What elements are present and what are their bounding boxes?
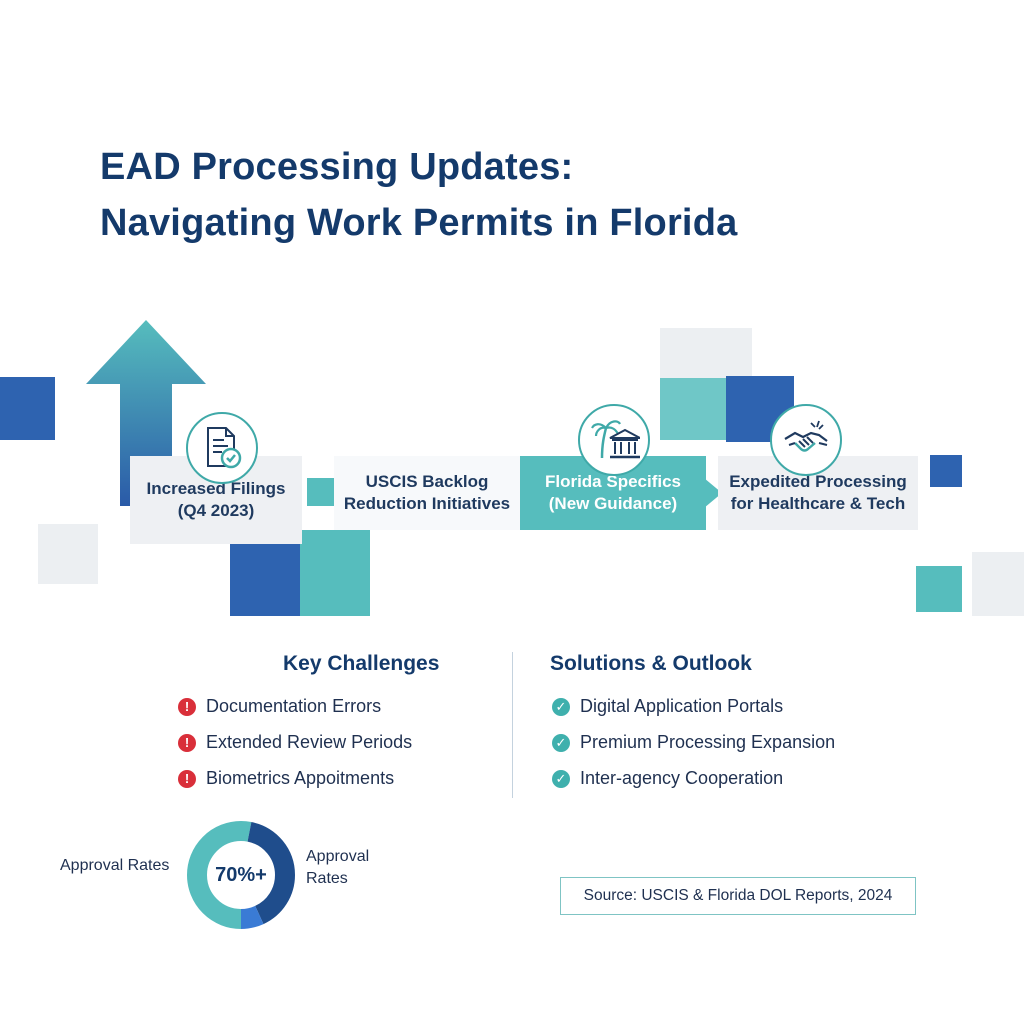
challenges-heading: Key Challenges — [283, 652, 440, 675]
decor-square — [660, 328, 752, 378]
challenge-item: ! Biometrics Appoitments — [178, 768, 394, 789]
step-2-line-1: USCIS Backlog — [365, 471, 489, 491]
step-4-line-1: Expedited Processing — [729, 471, 907, 491]
check-icon: ✓ — [552, 769, 570, 788]
donut-center-value: 70%+ — [215, 864, 267, 886]
decor-square — [300, 530, 370, 616]
handshake-icon — [770, 404, 842, 476]
challenge-item-label: Documentation Errors — [206, 696, 382, 716]
step-1-line-1: Increased Filings — [146, 478, 286, 498]
decor-square — [0, 377, 55, 440]
challenge-item: ! Documentation Errors — [178, 696, 381, 717]
step-1-line-2: (Q4 2023) — [177, 501, 255, 520]
decor-square — [660, 378, 730, 440]
palm-tree-courthouse-icon — [578, 404, 650, 476]
source-citation: Source: USCIS & Florida DOL Reports, 202… — [560, 877, 916, 915]
approval-donut-chart: 70%+ — [187, 821, 295, 929]
approval-left-label: Approval Rates — [60, 857, 170, 874]
solutions-heading: Solutions & Outlook — [550, 652, 752, 675]
donut-segment-2 — [187, 821, 295, 929]
step-3-line-2: (New Guidance) — [548, 494, 678, 513]
alert-icon: ! — [178, 697, 196, 716]
decor-square — [972, 552, 1024, 616]
alert-icon: ! — [178, 733, 196, 752]
up-arrow-icon — [86, 320, 206, 506]
solution-item: ✓ Inter-agency Cooperation — [552, 768, 783, 789]
decor-square — [307, 478, 335, 506]
approval-right-label-line-1: Approval — [306, 848, 370, 865]
check-icon: ✓ — [552, 697, 570, 716]
challenge-item-label: Biometrics Appoitments — [206, 768, 395, 788]
check-icon: ✓ — [552, 733, 570, 752]
challenge-item-label: Extended Review Periods — [206, 732, 413, 752]
solution-item-label: Digital Application Portals — [580, 696, 784, 716]
challenge-item: ! Extended Review Periods — [178, 732, 412, 753]
chevron-right-icon — [704, 478, 722, 508]
decor-square — [930, 455, 962, 487]
solution-item: ✓ Premium Processing Expansion — [552, 732, 835, 753]
donut-segment-3 — [187, 821, 295, 929]
page-title-line-2: Navigating Work Permits in Florida — [100, 202, 738, 244]
document-check-icon — [186, 412, 258, 484]
page-title-line-1: EAD Processing Updates: — [100, 146, 574, 188]
decor-square — [38, 524, 98, 584]
column-divider — [512, 652, 513, 798]
solution-item-label: Premium Processing Expansion — [580, 732, 836, 752]
timeline-step-2: USCIS Backlog Reduction Initiatives — [334, 456, 520, 530]
solution-item-label: Inter-agency Cooperation — [580, 768, 784, 788]
decor-square — [916, 566, 962, 612]
approval-right-label: Approval Rates — [306, 846, 369, 891]
alert-icon: ! — [178, 769, 196, 788]
solution-item: ✓ Digital Application Portals — [552, 696, 783, 717]
timeline-step-1: Increased Filings (Q4 2023) — [130, 456, 302, 544]
step-4-line-2: for Healthcare & Tech — [730, 494, 906, 513]
decor-square — [230, 530, 300, 616]
approval-right-label-line-2: Rates — [306, 870, 348, 888]
step-3-line-1: Florida Specifics — [544, 471, 682, 491]
step-2-line-2: Reduction Initiatives — [343, 494, 511, 513]
